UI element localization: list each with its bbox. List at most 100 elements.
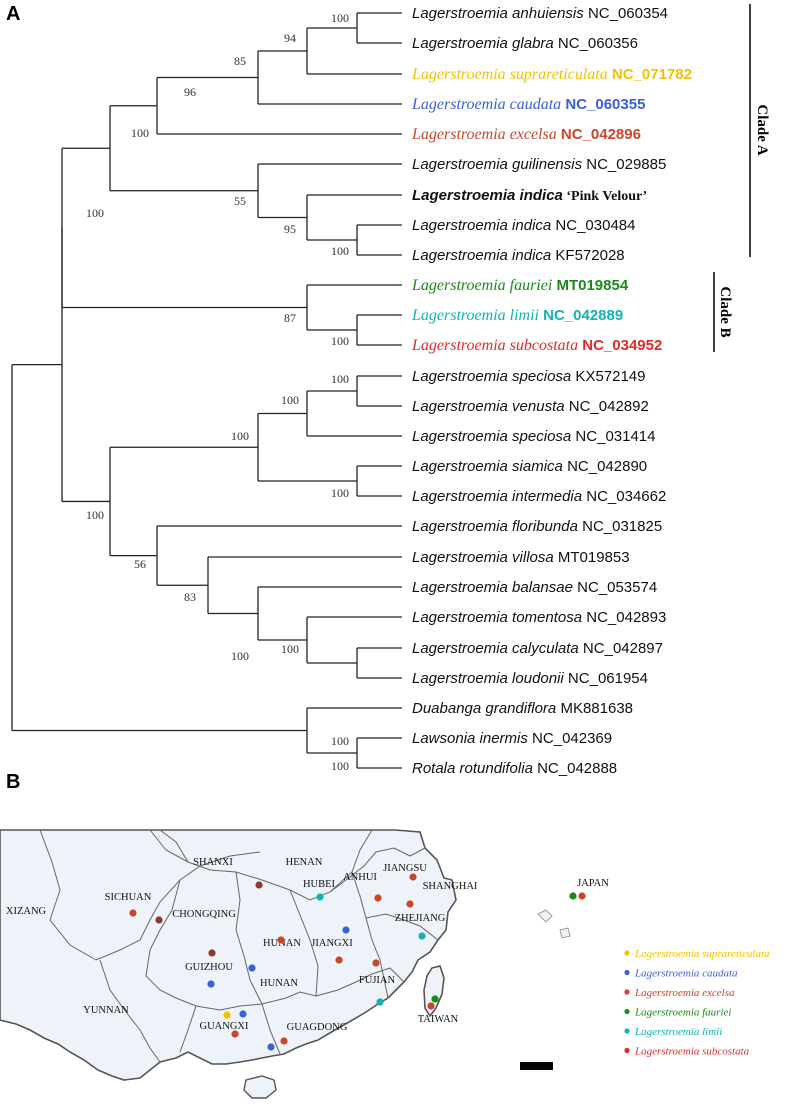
- leaf-label: Lagerstroemia fauriei MT019854: [411, 277, 629, 294]
- clade-a-label: Clade A: [754, 104, 770, 155]
- leaf-label: Lagerstroemia speciosa NC_031414: [412, 428, 656, 445]
- leaf-label: Lagerstroemia indica ‘Pink Velour’: [412, 187, 647, 204]
- bootstrap-value: 100: [331, 11, 349, 25]
- leaf-label: Lagerstroemia glabra NC_060356: [412, 35, 638, 52]
- occurrence-dot: [223, 1011, 231, 1019]
- occurrence-dot: [277, 936, 285, 944]
- bootstrap-value: 100: [86, 508, 104, 522]
- leaf-label: Lagerstroemia siamica NC_042890: [412, 458, 647, 475]
- bootstrap-value: 100: [86, 206, 104, 220]
- legend-swatch: [624, 989, 630, 995]
- japan-islands: [537, 909, 571, 939]
- leaf-label: Lagerstroemia speciosa KX572149: [412, 368, 646, 385]
- leaf-label: Lagerstroemia suprareticulata NC_071782: [411, 66, 692, 83]
- bootstrap-value: 87: [284, 311, 296, 325]
- panel-b-label: B: [6, 771, 20, 793]
- bootstrap-value: 95: [284, 222, 296, 236]
- occurrence-dot: [374, 894, 382, 902]
- legend-swatch: [624, 950, 630, 956]
- province-borders: [39, 829, 439, 1063]
- bootstrap-value: 100: [331, 486, 349, 500]
- province-label: GUIZHOU: [185, 962, 233, 973]
- occurrence-dot: [578, 892, 586, 900]
- province-label: HENAN: [286, 857, 323, 868]
- legend-entry: Lagerstroemia fauriei: [634, 1007, 731, 1019]
- legend-swatch: [624, 1008, 630, 1015]
- clade-b-bracket: Clade B: [713, 272, 733, 352]
- legend-entry: Lagerstroemia caudata: [634, 968, 738, 980]
- province-label: GUAGDONG: [287, 1022, 348, 1033]
- province-label: CHONGQING: [172, 909, 236, 920]
- province-label: SHANGHAI: [423, 881, 478, 892]
- leaf-label: Rotala rotundifolia NC_042888: [412, 760, 617, 777]
- leaf-label: Lawsonia inermis NC_042369: [412, 730, 612, 747]
- province-label: GUANGXI: [200, 1021, 249, 1032]
- leaf-label: Lagerstroemia limii NC_042889: [411, 307, 623, 324]
- occurrence-dot: [569, 892, 577, 900]
- map-legend: Lagerstroemia suprareticulataLagerstroem…: [624, 948, 770, 1058]
- leaf-label: Lagerstroemia guilinensis NC_029885: [412, 156, 666, 173]
- occurrence-dot: [316, 893, 324, 901]
- occurrence-dots: [129, 873, 586, 1051]
- occurrence-dot: [239, 1010, 247, 1018]
- bootstrap-value: 100: [231, 429, 249, 443]
- tree-leaf-labels: Lagerstroemia anhuiensis NC_060354Lagers…: [411, 5, 692, 777]
- leaf-label: Lagerstroemia floribunda NC_031825: [412, 518, 662, 535]
- bootstrap-value: 55: [234, 194, 246, 208]
- bootstrap-value: 56: [134, 557, 146, 571]
- leaf-label: Lagerstroemia calyculata NC_042897: [412, 640, 663, 657]
- leaf-label: Lagerstroemia villosa MT019853: [412, 549, 630, 566]
- occurrence-dot: [376, 998, 384, 1006]
- bootstrap-value: 94: [284, 31, 296, 45]
- province-label: SHANXI: [193, 857, 233, 868]
- bootstrap-value: 100: [331, 734, 349, 748]
- bootstrap-value: 100: [281, 393, 299, 407]
- occurrence-dot: [418, 932, 426, 940]
- leaf-label: Lagerstroemia loudonii NC_061954: [412, 670, 648, 687]
- province-label: FUJIAN: [359, 975, 396, 986]
- legend-swatch: [624, 969, 630, 976]
- bootstrap-value: 100: [331, 759, 349, 773]
- province-label: ZHEJIANG: [395, 913, 446, 924]
- occurrence-dot: [342, 926, 350, 934]
- province-label: JIANGXI: [311, 938, 353, 949]
- occurrence-dot: [409, 873, 417, 881]
- occurrence-dot: [231, 1030, 239, 1038]
- leaf-label: Lagerstroemia caudata NC_060355: [411, 96, 645, 113]
- bootstrap-value: 85: [234, 54, 246, 68]
- leaf-label: Lagerstroemia indica NC_030484: [412, 217, 635, 234]
- province-label: TAIWAN: [418, 1014, 459, 1025]
- leaf-label: Lagerstroemia excelsa NC_042896: [411, 126, 641, 143]
- legend-entry: Lagerstroemia limii: [634, 1026, 722, 1038]
- occurrence-dot: [255, 881, 263, 889]
- legend-swatch: [624, 1028, 630, 1034]
- bootstrap-value: 100: [231, 649, 249, 663]
- legend-entry: Lagerstroemia excelsa: [634, 987, 735, 999]
- province-label: JIANGSU: [383, 863, 427, 874]
- province-label: JAPAN: [577, 878, 609, 889]
- occurrence-dot: [431, 995, 439, 1003]
- bootstrap-values: 100 94 85 96 100 55 95 100 100 87 100 100 100 100 100 1…: [86, 11, 349, 773]
- province-label: HUNAN: [263, 938, 301, 949]
- province-label: HUNAN: [260, 978, 298, 989]
- occurrence-dot: [207, 980, 215, 988]
- leaf-label: Lagerstroemia venusta NC_042892: [412, 398, 649, 415]
- occurrence-dot: [427, 1002, 435, 1010]
- leaf-label: Lagerstroemia intermedia NC_034662: [412, 488, 666, 505]
- occurrence-dot: [335, 956, 343, 964]
- hainan-island: [243, 1075, 277, 1099]
- bootstrap-value: 96: [184, 85, 196, 99]
- occurrence-dot: [129, 909, 137, 917]
- province-label: ANHUI: [343, 872, 377, 883]
- bootstrap-value: 100: [281, 642, 299, 656]
- leaf-label: Lagerstroemia tomentosa NC_042893: [412, 609, 666, 626]
- occurrence-dot: [406, 900, 414, 908]
- leaf-label: Lagerstroemia balansae NC_053574: [412, 579, 657, 596]
- province-label: HUBEI: [303, 879, 336, 890]
- bootstrap-value: 100: [131, 126, 149, 140]
- legend-entry: Lagerstroemia suprareticulata: [634, 948, 770, 960]
- bootstrap-value: 100: [331, 244, 349, 258]
- panel-a-label: A: [6, 3, 20, 25]
